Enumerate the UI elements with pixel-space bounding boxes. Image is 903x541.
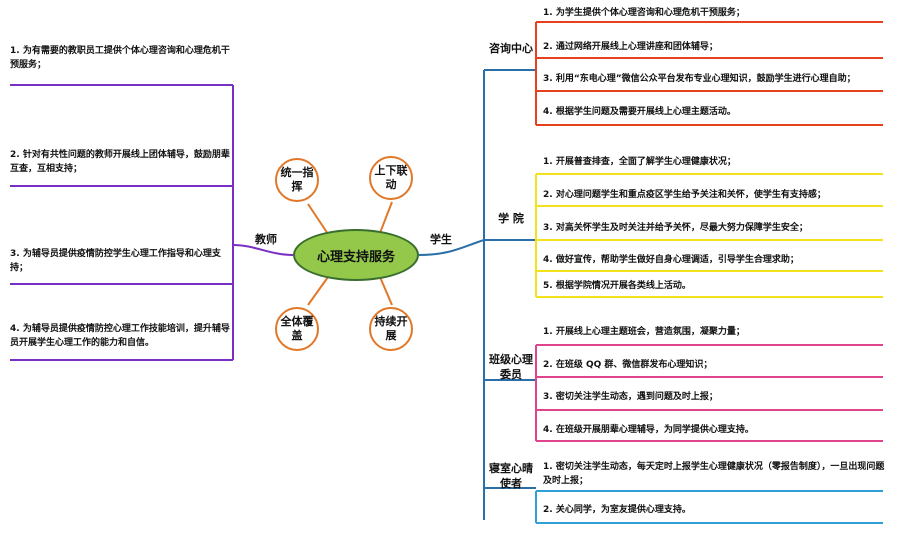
- xueyuan-item-5: 5. 根据学院情况开展各类线上活动。: [543, 281, 691, 291]
- qinshi-item-2: 2. 关心同学，为室友提供心理支持。: [543, 505, 691, 515]
- group-label-xueyuan: 学 院: [498, 212, 524, 225]
- spoke-linkage: [379, 201, 393, 234]
- teacher-item-3: 3. 为辅导员提供疫情防控学生心理工作指导和心理支持；: [10, 249, 221, 273]
- student-branch: [418, 239, 485, 256]
- group-label-zixun: 咨询中心: [489, 42, 533, 55]
- teacher-item-2: 2. 针对有共性问题的教师开展线上团体辅导，鼓励朋辈互查，互相支持；: [10, 150, 230, 174]
- group-label-qinshi: 寝室心晴使者: [489, 462, 533, 490]
- banji-item-4: 4. 在班级开展朋辈心理辅导，为同学提供心理支持。: [543, 425, 754, 435]
- banji-item-3: 3. 密切关注学生动态，遇到问题及时上报；: [543, 392, 718, 402]
- xueyuan-item-1: 1. 开展普查排查，全面了解学生心理健康状况；: [543, 157, 736, 167]
- center-node: 心理支持服务: [293, 229, 419, 281]
- bubble-coverage: 全体覆盖: [275, 307, 319, 351]
- banji-item-1: 1. 开展线上心理主题班会，营造氛围，凝聚力量；: [543, 327, 745, 337]
- zixun-item-2: 2. 通过网络开展线上心理讲座和团体辅导；: [543, 42, 718, 52]
- spoke-coverage: [307, 276, 329, 306]
- zixun-item-1: 1. 为学生提供个体心理咨询和心理危机干预服务；: [543, 8, 745, 18]
- zixun-item-3: 3. 利用“东电心理”微信公众平台发布专业心理知识，鼓励学生进行心理自助；: [543, 74, 856, 84]
- zixun-item-4: 4. 根据学生问题及需要开展线上心理主题活动。: [543, 107, 736, 117]
- bubble-unified: 统一指挥: [275, 158, 319, 202]
- xueyuan-item-4: 4. 做好宣传，帮助学生做好自身心理调适，引导学生合理求助；: [543, 255, 799, 265]
- banji-item-2: 2. 在班级 QQ 群、微信群发布心理知识；: [543, 360, 713, 370]
- group-label-banji: 班级心理委员: [489, 353, 533, 381]
- spoke-unified: [307, 203, 329, 235]
- teacher-label: 教师: [255, 233, 277, 246]
- qinshi-item-1: 1. 密切关注学生动态，每天定时上报学生心理健康状况（零报告制度），一旦出现问题…: [543, 462, 885, 486]
- student-label: 学生: [430, 233, 452, 246]
- spoke-sustained: [379, 276, 393, 306]
- bubble-sustained: 持续开展: [369, 307, 413, 351]
- xueyuan-item-2: 2. 对心理问题学生和重点疫区学生给予关注和关怀，使学生有支持感；: [543, 190, 826, 200]
- teacher-branch: [232, 244, 294, 256]
- teacher-item-1: 1. 为有需要的教职员工提供个体心理咨询和心理危机干预服务；: [10, 46, 230, 70]
- teacher-item-4: 4. 为辅导员提供疫情防控心理工作技能培训，提升辅导员开展学生心理工作的能力和自…: [10, 324, 230, 348]
- xueyuan-item-3: 3. 对高关怀学生及时关注并给予关怀，尽最大努力保障学生安全；: [543, 223, 808, 233]
- bubble-linkage: 上下联动: [369, 156, 413, 200]
